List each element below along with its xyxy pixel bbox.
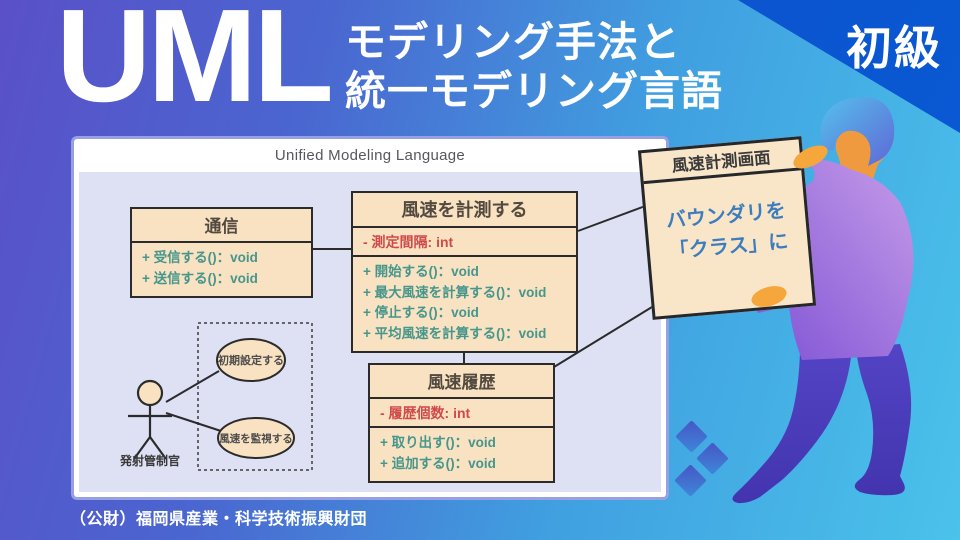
subtitle: モデリング手法と 統一モデリング言語 (345, 18, 723, 116)
method-item: + 平均風速を計算する()：void (363, 325, 547, 341)
class-methods: + 取り出す()：void + 追加する()：void (370, 426, 553, 481)
boundary-sign: 風速計測画面 バウンダリを 「クラス」に (637, 136, 817, 320)
diamond-decoration (696, 442, 729, 475)
subtitle-line-2: 統一モデリング言語 (345, 68, 723, 114)
sign-caption: バウンダリを 「クラス」に (646, 194, 809, 270)
diamond-decoration (675, 420, 708, 453)
person-face (835, 111, 889, 186)
class-name: 風速履歴 (427, 373, 496, 392)
method-item: + 取り出す()：void (380, 435, 496, 450)
brand-title: UML (56, 0, 334, 129)
person-hair (820, 97, 895, 166)
level-badge: 初級 (846, 22, 942, 74)
use-case-label-monitor: 風速を監視する (219, 432, 293, 445)
method-item: + 送信する()：void (142, 270, 258, 286)
class-name: 通信 (204, 217, 239, 236)
footer-credit: （公財）福岡県産業・科学技術振興財団 (70, 511, 368, 528)
method-item: + 追加する()：void (380, 455, 496, 471)
class-box-windspeed-history: 風速履歴 - 履歴個数: int + 取り出す()：void + 追加する()：… (368, 363, 555, 483)
actor-label: 発射管制官 (119, 454, 180, 468)
panel-title: Unified Modeling Language (274, 147, 466, 164)
person-back-leg (854, 344, 912, 496)
class-name: 風速を計測する (401, 200, 528, 220)
class-box-communication: 通信 + 受信する()：void + 送信する()：void (130, 207, 313, 298)
diamond-decoration (674, 464, 707, 497)
class-attributes: - 履歴個数: int (370, 397, 553, 426)
class-methods: + 開始する()：void + 最大風速を計算する()：void + 停止する(… (353, 255, 576, 351)
class-box-measure-windspeed: 風速を計測する - 測定間隔: int + 開始する()：void + 最大風速… (351, 191, 578, 353)
attribute-item: - 履歴個数: int (380, 405, 471, 421)
panel-titlebar: Unified Modeling Language (74, 139, 666, 172)
class-attributes: - 測定間隔: int (353, 226, 576, 255)
method-item: + 受信する()：void (142, 250, 258, 265)
person-front-leg (732, 348, 852, 504)
method-item: + 開始する()：void (363, 264, 479, 279)
subtitle-line-1: モデリング手法と (345, 19, 681, 65)
method-item: + 最大風速を計算する()：void (363, 284, 547, 300)
method-item: + 停止する()：void (363, 305, 479, 320)
class-methods: + 受信する()：void + 送信する()：void (132, 241, 311, 296)
use-case-label-initialize: 初期設定する (218, 355, 284, 367)
attribute-item: - 測定間隔: int (363, 234, 454, 250)
